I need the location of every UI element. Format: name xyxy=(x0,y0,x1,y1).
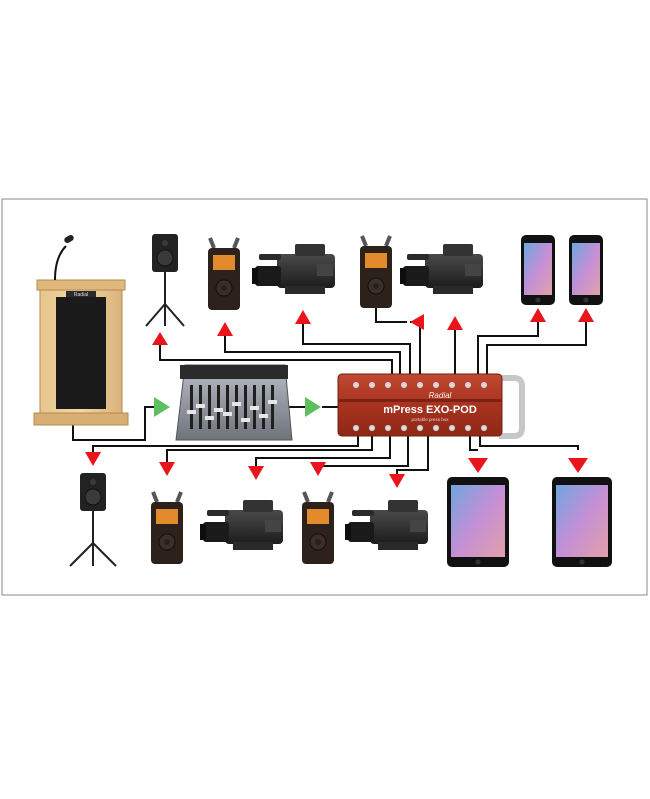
arrow-up-icon xyxy=(530,308,546,322)
cable-podium-mixer xyxy=(72,406,155,441)
camera-bottom-2 xyxy=(345,500,428,550)
cable-speaker-bottom xyxy=(92,436,359,453)
cable-camera-top-1 xyxy=(302,323,411,374)
tablet-icon xyxy=(447,477,509,567)
cable-camera-bottom-2 xyxy=(396,436,429,474)
arrow-up-icon xyxy=(152,332,168,345)
podium-badge-plate xyxy=(66,291,96,297)
arrow-down-icon xyxy=(389,474,405,488)
cable-tablet-1 xyxy=(469,436,478,451)
podium: Radial xyxy=(33,235,129,426)
arrow-right-icon xyxy=(154,397,170,417)
speaker-bottom xyxy=(69,473,117,567)
cable-speaker-top xyxy=(159,343,393,374)
tablet-icon xyxy=(552,477,612,567)
recorder-icon xyxy=(302,491,334,564)
exo-pod: Radial mPress EXO-POD portable press box xyxy=(337,373,525,439)
pod-tagline: portable press box xyxy=(411,417,449,422)
arrow-up-icon xyxy=(447,316,463,330)
smartphone-icon xyxy=(569,235,603,305)
phone-1 xyxy=(521,235,555,305)
cable-recorder-top-2 xyxy=(375,306,407,323)
recorder-top-2 xyxy=(360,235,392,308)
output-arrows xyxy=(85,308,594,488)
speaker-top xyxy=(145,234,185,327)
podium-badge: Radial xyxy=(74,292,88,298)
video-camera-icon xyxy=(252,244,335,294)
mixer xyxy=(175,364,293,441)
tablet-2 xyxy=(552,477,612,567)
cables xyxy=(72,306,587,474)
recorder-icon xyxy=(208,237,240,310)
camera-bottom-1 xyxy=(200,500,283,550)
video-camera-icon xyxy=(200,500,283,550)
arrow-up-icon xyxy=(295,310,311,324)
recorder-icon xyxy=(360,235,392,308)
video-camera-icon xyxy=(345,500,428,550)
arrow-down-icon xyxy=(468,458,488,473)
cable-tablet-2 xyxy=(479,436,579,450)
recorder-bottom-1 xyxy=(151,491,183,564)
arrow-left-icon xyxy=(410,314,424,330)
arrow-down-icon xyxy=(159,462,175,476)
arrow-up-icon xyxy=(217,322,233,336)
arrow-down-icon xyxy=(248,466,264,480)
pod-brand: Radial xyxy=(429,391,452,400)
recorder-top-1 xyxy=(208,237,240,310)
tablet-1 xyxy=(447,477,509,567)
arrow-down-icon xyxy=(568,458,588,473)
phone-2 xyxy=(569,235,603,305)
recorder-icon xyxy=(151,491,183,564)
input-arrows xyxy=(154,397,321,417)
microphone-icon xyxy=(54,235,74,281)
arrow-up-icon xyxy=(578,308,594,322)
cable-recorder-top-1 xyxy=(224,335,401,374)
recorder-bottom-2 xyxy=(302,491,334,564)
cable-phone-1 xyxy=(477,322,539,374)
arrow-right-icon xyxy=(305,397,321,417)
arrow-down-icon xyxy=(310,462,326,476)
speaker-icon xyxy=(145,234,185,327)
arrow-down-icon xyxy=(85,452,101,466)
camera-top-2 xyxy=(400,244,483,294)
speaker-icon xyxy=(69,473,117,567)
cable-phone-2 xyxy=(486,322,587,374)
camera-top-1 xyxy=(252,244,335,294)
cable-camera-bottom-1 xyxy=(255,436,391,467)
smartphone-icon xyxy=(521,235,555,305)
cable-recorder-bottom-1 xyxy=(166,436,373,462)
pod-model: mPress EXO-POD xyxy=(383,404,477,416)
video-camera-icon xyxy=(400,244,483,294)
